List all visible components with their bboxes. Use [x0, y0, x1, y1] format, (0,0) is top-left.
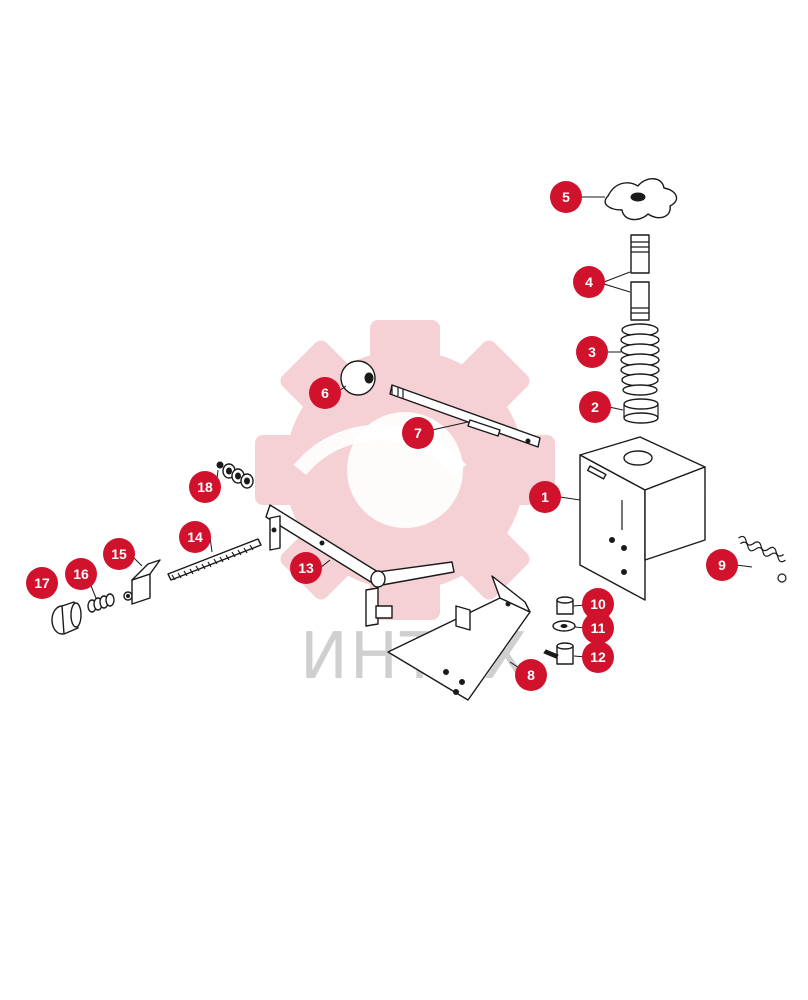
callout-number: 17: [34, 575, 50, 591]
watermark-logo: ИНТЕХ: [255, 320, 555, 694]
part-rod-lever: [389, 384, 541, 448]
callout-badge-circle: [179, 521, 211, 553]
part-small-spring: [87, 593, 115, 613]
part-bushing: [556, 596, 574, 615]
callout-badge-circle: [582, 641, 614, 673]
callout-badge-circle: [706, 549, 738, 581]
callout-number: 12: [590, 649, 606, 665]
callout-number: 18: [197, 479, 213, 495]
part-washers: [216, 461, 254, 489]
callout-badge-circle: [309, 377, 341, 409]
callout-badge-circle: [26, 567, 58, 599]
callout-badge-circle: [576, 336, 608, 368]
callout-15: 15: [103, 538, 135, 570]
callout-badge-circle: [573, 266, 605, 298]
callout-badge-circle: [290, 552, 322, 584]
part-extension-spring: [738, 535, 787, 583]
callout-number: 7: [414, 425, 422, 441]
callout-badge-circle: [103, 538, 135, 570]
part-flat-washer: [552, 620, 576, 632]
callout-11: 11: [582, 612, 614, 644]
callout-10: 10: [582, 588, 614, 620]
part-ring: [623, 398, 659, 424]
callout-number: 4: [585, 274, 593, 290]
callout-badge-circle: [515, 659, 547, 691]
callout-18: 18: [189, 471, 221, 503]
part-thumb-nut: [51, 601, 82, 635]
callout-number: 16: [73, 566, 89, 582]
callout-16: 16: [65, 558, 97, 590]
callout-number: 9: [718, 557, 726, 573]
part-bracket-clip: [123, 559, 161, 605]
callout-5: 5: [550, 181, 582, 213]
callout-badge-circle: [65, 558, 97, 590]
callout-number: 5: [562, 189, 570, 205]
part-threaded-rod: [167, 538, 262, 581]
callout-7: 7: [402, 417, 434, 449]
callout-number: 3: [588, 344, 596, 360]
callout-1: 1: [529, 481, 561, 513]
callout-number: 15: [111, 546, 127, 562]
part-bracket-box: [579, 436, 706, 601]
callout-badge-circle: [582, 612, 614, 644]
part-threaded-pins: [630, 234, 650, 321]
callout-number: 10: [590, 596, 606, 612]
callout-badge-circle: [189, 471, 221, 503]
callout-number: 11: [591, 620, 606, 636]
part-frame-assembly: [265, 504, 455, 627]
gear-icon: [255, 320, 555, 620]
callout-number: 14: [187, 529, 203, 545]
callout-9: 9: [706, 549, 738, 581]
callout-12: 12: [582, 641, 614, 673]
callout-4: 4: [573, 266, 605, 298]
part-ball: [340, 360, 376, 396]
callout-badge-circle: [402, 417, 434, 449]
callout-2: 2: [579, 391, 611, 423]
callout-13: 13: [290, 552, 322, 584]
callout-badge-circle: [579, 391, 611, 423]
callout-badge-circle: [550, 181, 582, 213]
callout-3: 3: [576, 336, 608, 368]
callout-badge-circle: [582, 588, 614, 620]
callout-number: 1: [541, 489, 549, 505]
part-coil-spring: [620, 323, 660, 396]
callout-14: 14: [179, 521, 211, 553]
callout-8: 8: [515, 659, 547, 691]
callout-number: 2: [591, 399, 599, 415]
part-tray-bracket: [387, 575, 531, 701]
callout-17: 17: [26, 567, 58, 599]
callout-6: 6: [309, 377, 341, 409]
callout-number: 6: [321, 385, 329, 401]
part-star-knob: [604, 178, 678, 221]
part-set-pin: [543, 642, 574, 665]
callout-badge-circle: [529, 481, 561, 513]
callout-number: 8: [527, 667, 535, 683]
callout-number: 13: [298, 560, 314, 576]
